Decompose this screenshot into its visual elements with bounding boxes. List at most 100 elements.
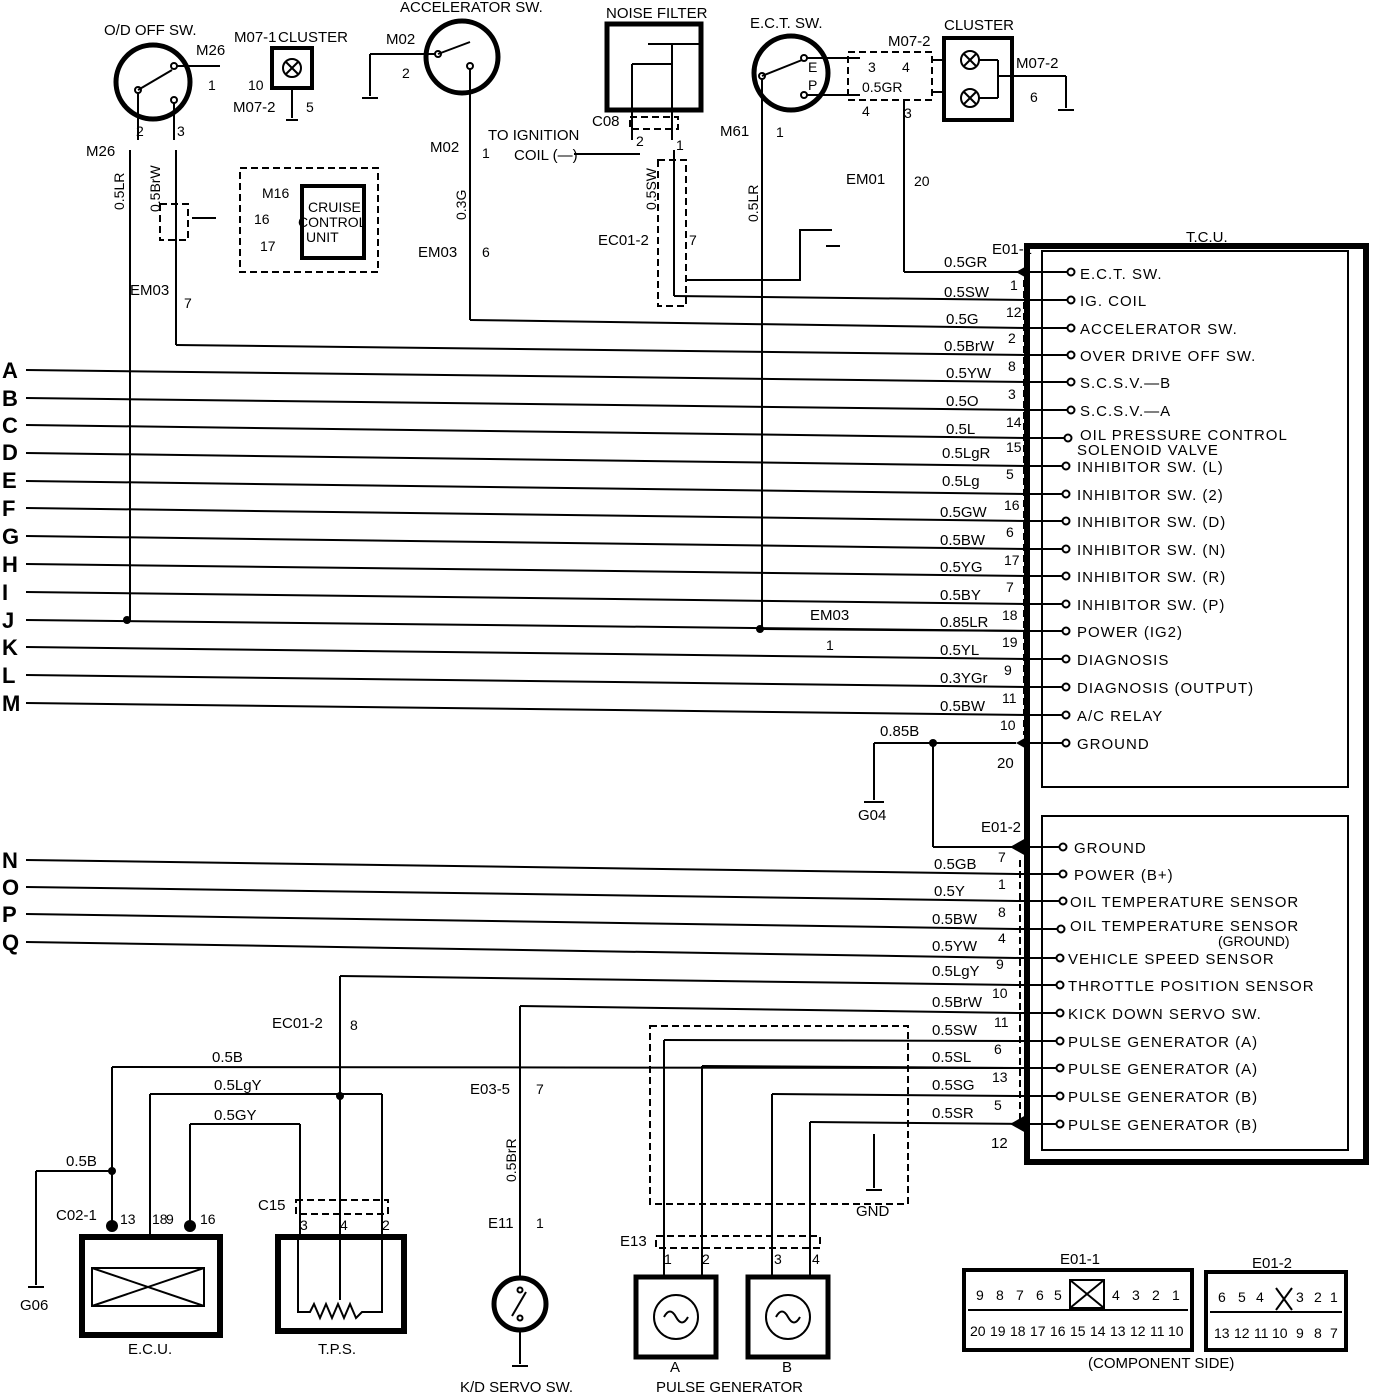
- svg-text:OIL TEMPERATURE SENSOR: OIL TEMPERATURE SENSOR: [1070, 894, 1299, 911]
- tcu-ground-pin-2: 12: [991, 1135, 1008, 1152]
- svg-text:9: 9: [166, 1211, 174, 1227]
- svg-text:EC01-2: EC01-2: [598, 232, 649, 249]
- svg-text:S.C.S.V.—B: S.C.S.V.—B: [1080, 375, 1171, 392]
- svg-text:7: 7: [184, 295, 192, 311]
- svg-text:EM03: EM03: [418, 244, 457, 261]
- svg-text:9: 9: [1004, 662, 1012, 678]
- od-off-switch: O/D OFF SW. M26 1 M07-1 10 M07-2 5 M26 2…: [86, 22, 1029, 624]
- svg-text:7: 7: [1006, 579, 1014, 595]
- svg-text:M61: M61: [720, 123, 749, 140]
- ect-switch: E.C.T. SW. E P M61 1 0.5LR EM03 1: [720, 15, 1029, 653]
- svg-text:11: 11: [994, 1014, 1009, 1030]
- svg-text:K/D SERVO SW.: K/D SERVO SW.: [460, 1379, 573, 1396]
- tcu-pin-row: GROUND: [1024, 840, 1146, 857]
- svg-text:15: 15: [1070, 1323, 1086, 1339]
- svg-text:INHIBITOR SW. (L): INHIBITOR SW. (L): [1077, 459, 1224, 476]
- cluster-lamp-1: CLUSTER: [270, 29, 348, 121]
- svg-text:4: 4: [862, 103, 870, 119]
- svg-text:M02: M02: [430, 139, 459, 156]
- svg-text:4: 4: [812, 1251, 820, 1267]
- kd-servo-switch: K/D SERVO SW. E03-5 7 0.5BrR E11 1: [460, 1005, 1021, 1396]
- svg-text:PULSE GENERATOR (A): PULSE GENERATOR (A): [1068, 1061, 1258, 1078]
- svg-text:2: 2: [702, 1251, 710, 1267]
- svg-text:0.5LgY: 0.5LgY: [932, 963, 980, 980]
- svg-text:INHIBITOR SW. (R): INHIBITOR SW. (R): [1077, 569, 1226, 586]
- svg-text:EM01: EM01: [846, 171, 885, 188]
- svg-text:P: P: [808, 77, 817, 93]
- svg-text:20: 20: [970, 1323, 986, 1339]
- svg-text:16: 16: [1050, 1323, 1066, 1339]
- svg-text:E13: E13: [620, 1233, 647, 1250]
- svg-text:0.5LR: 0.5LR: [111, 173, 127, 210]
- svg-text:0.5BW: 0.5BW: [940, 698, 986, 715]
- harness-letter: J: [2, 608, 14, 633]
- svg-text:20: 20: [914, 173, 930, 189]
- svg-text:KICK DOWN SERVO SW.: KICK DOWN SERVO SW.: [1068, 1006, 1262, 1023]
- svg-text:5: 5: [306, 99, 314, 115]
- svg-text:6: 6: [482, 244, 490, 260]
- svg-text:EC01-2: EC01-2: [272, 1015, 323, 1032]
- svg-text:CLUSTER: CLUSTER: [278, 29, 348, 46]
- svg-text:12: 12: [1130, 1323, 1146, 1339]
- svg-text:2: 2: [402, 65, 410, 81]
- svg-text:4: 4: [998, 930, 1006, 946]
- svg-text:INHIBITOR SW. (P): INHIBITOR SW. (P): [1077, 597, 1225, 614]
- svg-text:7: 7: [1330, 1325, 1338, 1341]
- svg-text:M02: M02: [386, 31, 415, 48]
- svg-text:19: 19: [1002, 634, 1018, 650]
- svg-text:0.5BrW: 0.5BrW: [932, 994, 983, 1011]
- svg-text:POWER (B+): POWER (B+): [1074, 867, 1174, 884]
- harness-letter: I: [2, 580, 8, 605]
- svg-text:PULSE GENERATOR (A): PULSE GENERATOR (A): [1068, 1034, 1258, 1051]
- svg-text:POWER (IG2): POWER (IG2): [1077, 624, 1183, 641]
- cluster-lamp-2: CLUSTER M07-2 M07-2 6 3 4 0.5GR 4 3 EM01…: [846, 17, 1074, 273]
- harness-letter: K: [2, 635, 18, 660]
- svg-text:10: 10: [1168, 1323, 1184, 1339]
- svg-text:16: 16: [254, 211, 270, 227]
- cruise-control-unit: M16 16 17 CRUISE CONTROL UNIT: [239, 167, 379, 273]
- left-harness-lines-bottom: N O P Q: [2, 848, 1021, 959]
- svg-text:0.5SG: 0.5SG: [932, 1077, 975, 1094]
- svg-text:15: 15: [1006, 439, 1022, 455]
- svg-text:A/C RELAY: A/C RELAY: [1077, 708, 1163, 725]
- harness-letter: C: [2, 413, 18, 438]
- svg-text:2: 2: [136, 123, 144, 139]
- svg-text:1: 1: [664, 1251, 672, 1267]
- svg-text:CRUISE: CRUISE: [308, 199, 361, 215]
- svg-text:E.C.T. SW.: E.C.T. SW.: [1080, 266, 1163, 283]
- svg-text:7: 7: [689, 232, 697, 248]
- svg-text:DIAGNOSIS: DIAGNOSIS: [1077, 652, 1169, 669]
- svg-text:0.5GY: 0.5GY: [214, 1107, 257, 1124]
- svg-text:B: B: [782, 1359, 792, 1376]
- svg-text:0.5YG: 0.5YG: [940, 559, 983, 576]
- svg-text:0.5B: 0.5B: [66, 1153, 97, 1170]
- svg-text:14: 14: [1090, 1323, 1106, 1339]
- svg-text:0.5L: 0.5L: [946, 421, 975, 438]
- svg-text:2: 2: [1314, 1289, 1322, 1305]
- svg-text:11: 11: [1150, 1323, 1165, 1339]
- svg-text:GROUND: GROUND: [1077, 736, 1150, 753]
- svg-text:19: 19: [990, 1323, 1006, 1339]
- harness-letter: P: [2, 902, 17, 927]
- svg-text:0.3YGr: 0.3YGr: [940, 670, 988, 687]
- svg-text:0.85B: 0.85B: [880, 723, 919, 740]
- svg-text:T.P.S.: T.P.S.: [318, 1341, 356, 1358]
- svg-text:2: 2: [1008, 330, 1016, 346]
- svg-text:1: 1: [998, 876, 1006, 892]
- ecu: E.C.U. C02-1 13 18 9 16 G06 0.5B 0.5B 0.…: [20, 1049, 1021, 1358]
- svg-text:A: A: [670, 1359, 680, 1376]
- svg-text:12: 12: [1234, 1325, 1250, 1341]
- connector-e01-2-view: E01-2 6 5 4 3 2 1 13 12 11 10 9 8 7 (COM…: [1088, 1255, 1348, 1372]
